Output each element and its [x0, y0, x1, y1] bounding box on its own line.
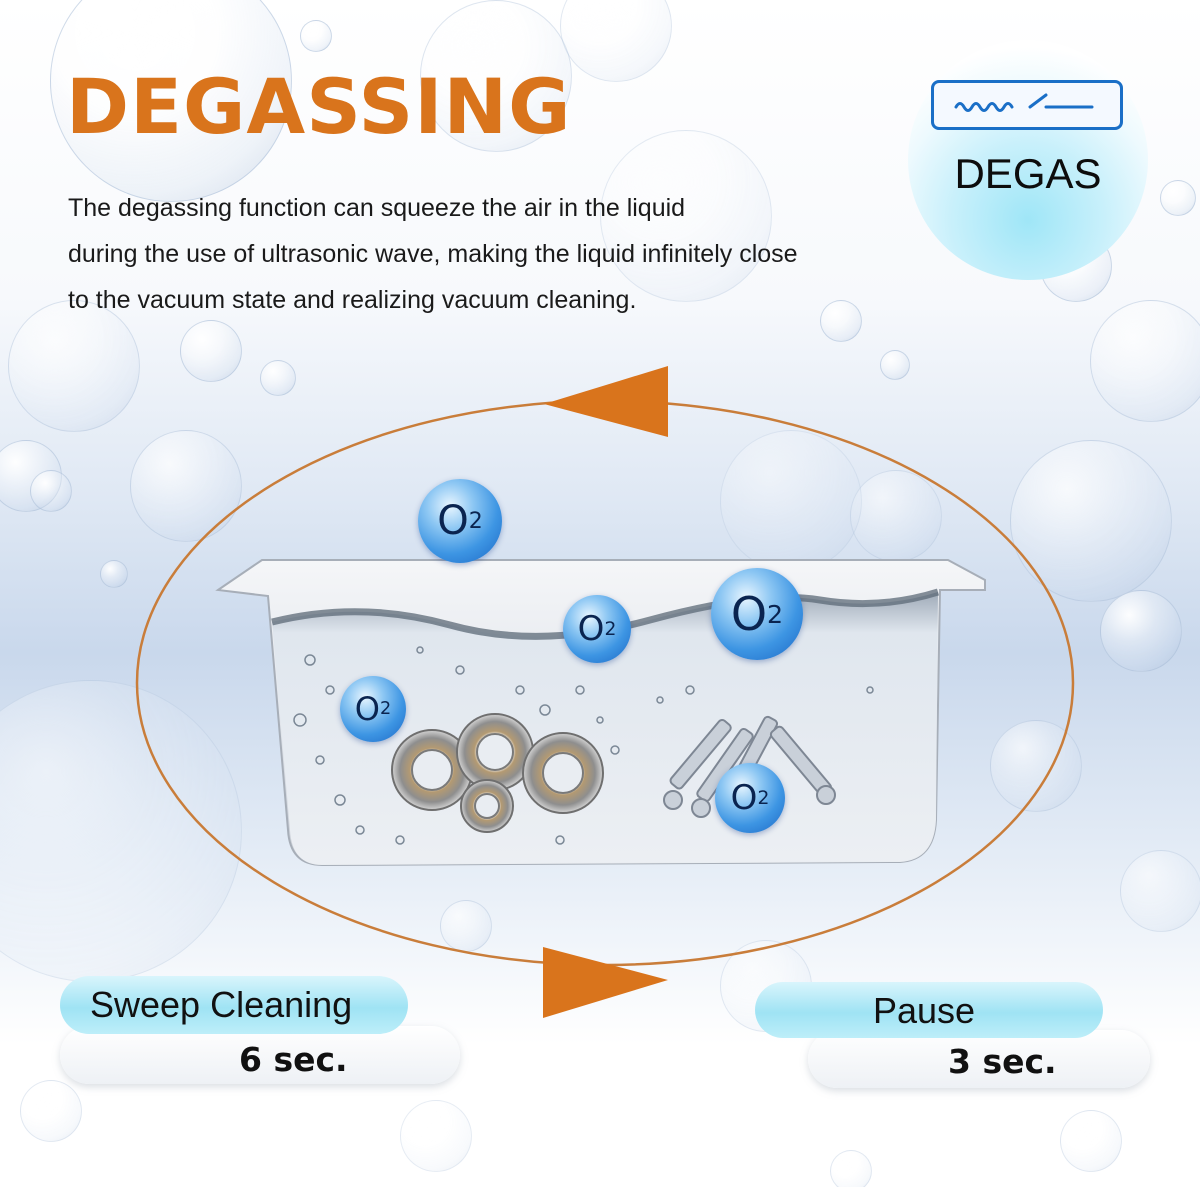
pause-duration-pill — [808, 1030, 1150, 1088]
water-bubbles — [293, 646, 874, 845]
degas-label: DEGAS — [954, 150, 1102, 197]
cycle-arrow-top — [544, 366, 668, 437]
sweep-duration: 6 sec. — [239, 1040, 348, 1079]
oxygen-subscript: 2 — [379, 699, 392, 719]
oxygen-label: O — [354, 690, 380, 728]
description-line: The degassing function can squeeze the a… — [68, 194, 686, 222]
oxygen-subscript: 2 — [468, 508, 483, 534]
oxygen-label: O — [730, 587, 768, 641]
sweep-label: Sweep Cleaning — [90, 984, 353, 1025]
oxygen-label: O — [437, 498, 469, 544]
description-line: during the use of ultrasonic wave, makin… — [68, 240, 798, 268]
oxygen-subscript: 2 — [767, 599, 784, 629]
page-title: DEGASSING — [66, 62, 572, 151]
description: The degassing function can squeeze the a… — [68, 185, 948, 323]
oxygen-subscript: 2 — [757, 787, 770, 809]
wave-switch-icon — [931, 80, 1123, 130]
description-line: to the vacuum state and realizing vacuum… — [68, 286, 637, 314]
oxygen-label: O — [577, 609, 605, 649]
sweep-duration-pill — [60, 1026, 460, 1084]
oxygen-subscript: 2 — [604, 618, 617, 640]
pause-label: Pause — [873, 990, 976, 1031]
pause-duration: 3 sec. — [948, 1042, 1057, 1081]
oxygen-label: O — [730, 778, 758, 818]
screw-parts — [663, 715, 836, 818]
sweep-label-pill — [60, 976, 408, 1034]
bearing-parts — [391, 713, 604, 833]
cycle-arrow-bottom — [543, 947, 668, 1018]
pause-label-pill — [755, 982, 1103, 1038]
